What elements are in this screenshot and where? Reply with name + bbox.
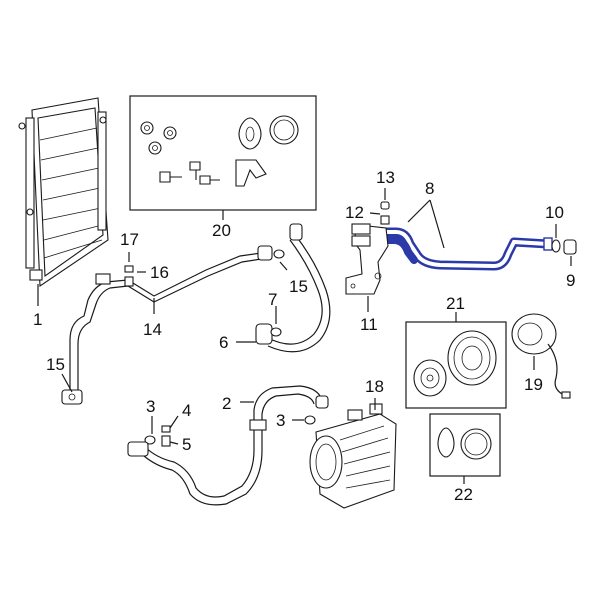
- callout-12: 12: [345, 203, 364, 222]
- callout-15-left: 15: [46, 355, 65, 374]
- callout-3-right: 3: [276, 411, 285, 430]
- o-ring-compressor-part[interactable]: [144, 415, 316, 445]
- callout-6: 6: [219, 333, 228, 352]
- leader-line: [169, 415, 179, 429]
- cap-part[interactable]: [380, 201, 390, 210]
- snap-ring-box: [429, 413, 501, 477]
- service-valve-part[interactable]: [127, 425, 171, 457]
- liquid-line-part[interactable]: [61, 245, 273, 405]
- snap-ring-part[interactable]: [437, 427, 492, 460]
- callout-2: 2: [222, 394, 231, 413]
- callout-22: 22: [454, 485, 473, 504]
- leader-line: [61, 373, 73, 393]
- callout-18: 18: [365, 377, 384, 396]
- field-coil-part[interactable]: [511, 313, 571, 399]
- leader-line: [279, 261, 288, 271]
- leader-line: [169, 441, 179, 445]
- callout-16: 16: [150, 263, 169, 282]
- callout-17: 17: [120, 230, 139, 249]
- callout-15-right: 15: [289, 277, 308, 296]
- compressor-part[interactable]: [309, 403, 397, 509]
- callout-4: 4: [182, 401, 191, 420]
- callout-20: 20: [212, 221, 231, 240]
- callout-13: 13: [376, 168, 395, 187]
- condenser-part[interactable]: [18, 97, 109, 288]
- callout-14: 14: [143, 320, 162, 339]
- seal-part[interactable]: [551, 239, 561, 253]
- compressor-hose-part[interactable]: [143, 385, 329, 506]
- callout-10: 10: [545, 203, 564, 222]
- callout-1: 1: [33, 310, 42, 329]
- leader-line: [369, 212, 381, 215]
- pressure-valve-part[interactable]: [380, 215, 390, 225]
- fitting-cap-part[interactable]: [563, 239, 577, 255]
- suction-line-part[interactable]: [362, 227, 553, 271]
- o-ring-part[interactable]: [270, 249, 285, 337]
- leader-line: [407, 199, 431, 223]
- discharge-hose-part[interactable]: [255, 223, 331, 353]
- valve-cap-part[interactable]: [124, 265, 134, 287]
- callout-21: 21: [446, 294, 465, 313]
- callout-11: 11: [360, 315, 378, 334]
- callout-19: 19: [524, 375, 543, 394]
- callout-3-left: 3: [146, 397, 155, 416]
- hardware-kit-part[interactable]: [140, 115, 299, 187]
- callout-7: 7: [268, 290, 277, 309]
- callout-8: 8: [425, 179, 434, 198]
- bracket-part[interactable]: [345, 223, 389, 295]
- leader-line: [429, 199, 445, 249]
- callout-9: 9: [566, 271, 575, 290]
- clutch-part[interactable]: [413, 330, 497, 397]
- callout-5: 5: [182, 435, 191, 454]
